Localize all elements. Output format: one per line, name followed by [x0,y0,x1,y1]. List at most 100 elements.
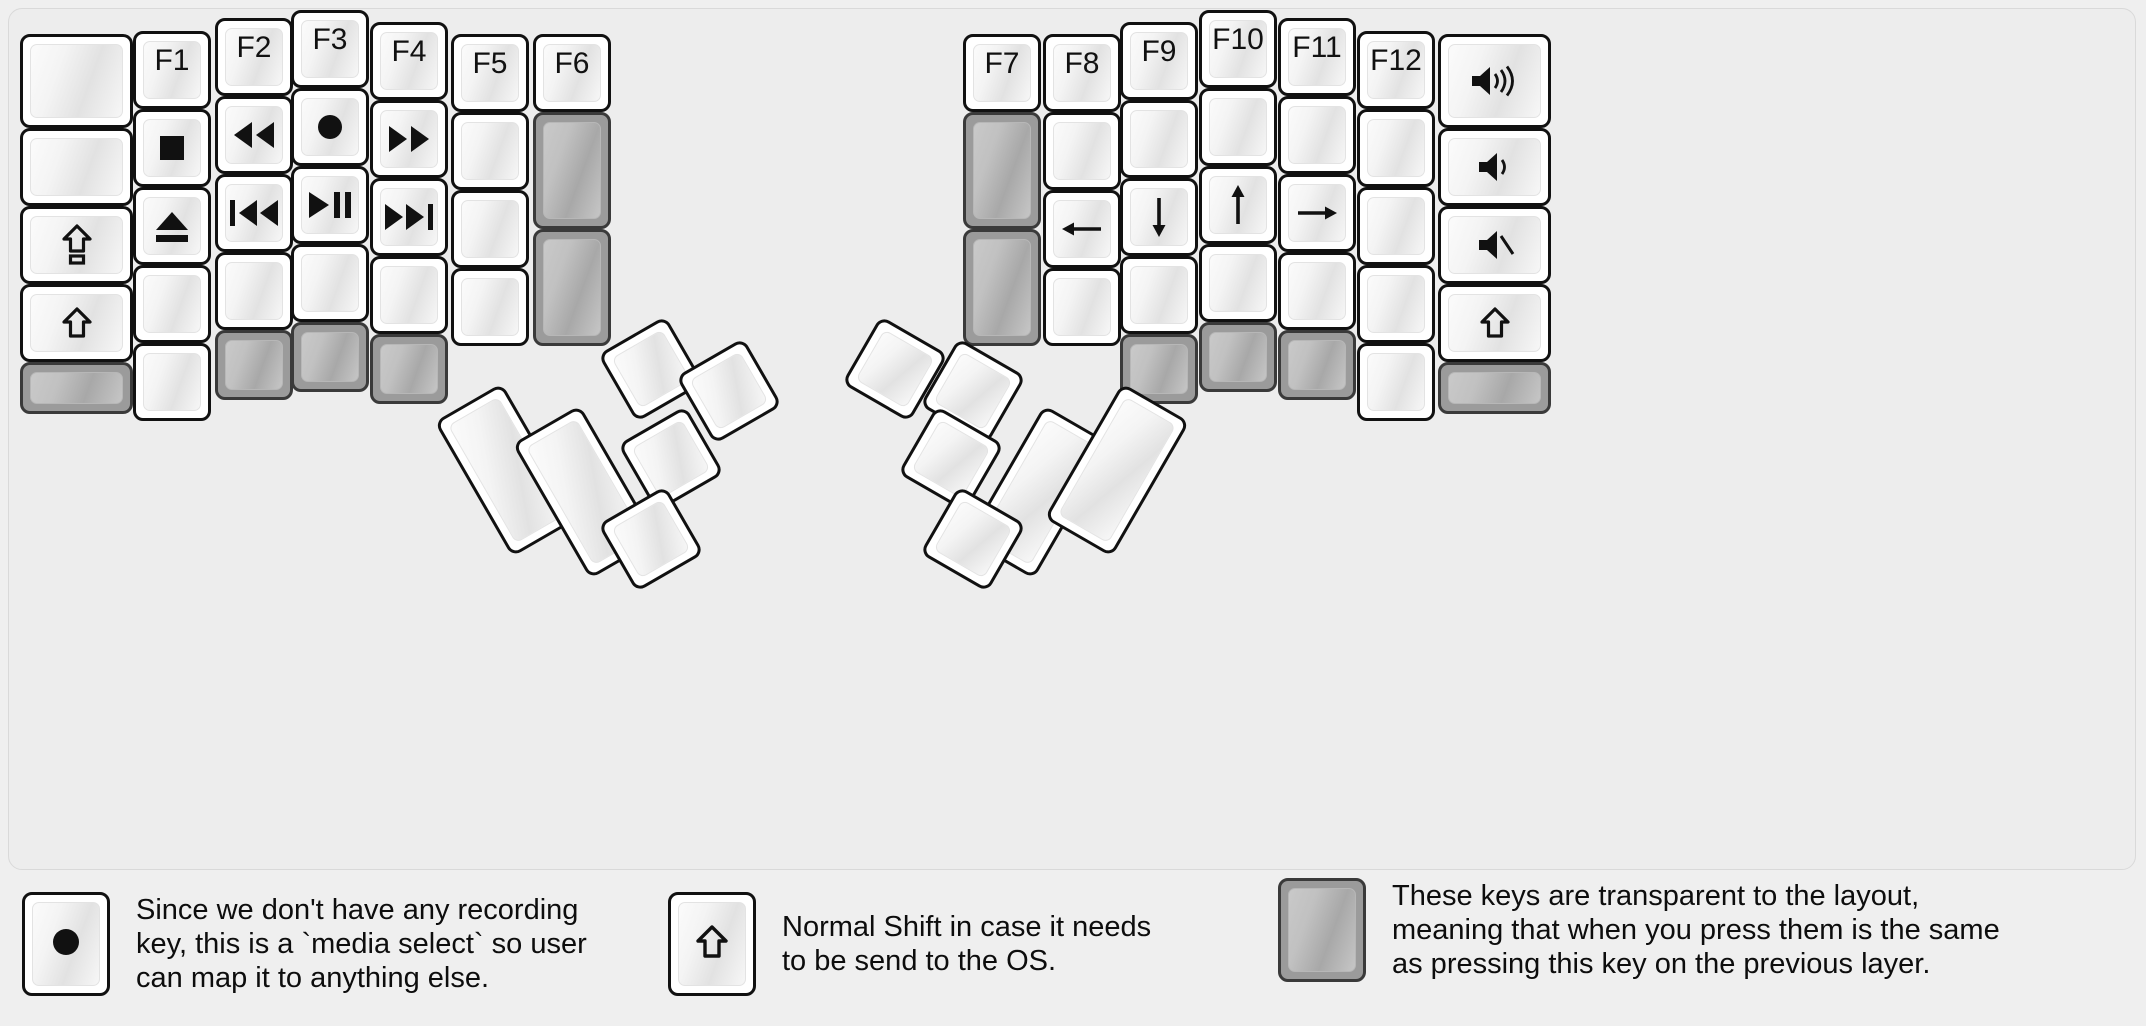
key-right-col-index-r3[interactable] [1120,178,1198,256]
key-left-col-index-r5[interactable] [370,334,448,404]
key-left-col-index-r2[interactable] [370,100,448,178]
keycap-face: F6 [543,44,601,102]
key-right-col-ring-r1[interactable]: F11 [1278,18,1356,96]
keycap-face: F5 [461,44,519,102]
key-left-col-inner-r3[interactable] [533,229,611,346]
key-left-col-pinky-outer-r5[interactable] [20,362,133,414]
arrow-right-icon [1294,199,1340,227]
key-left-col-index-inner-r4[interactable] [451,268,529,346]
play-pause-icon [305,189,355,221]
key-left-col-ring-r2[interactable] [215,96,293,174]
key-left-col-middle-r3[interactable] [291,166,369,244]
keycap-face [225,106,283,164]
keycap-face [611,329,691,409]
key-left-col-index-r4[interactable] [370,256,448,334]
key-right-col-pinky-outer-r5[interactable] [1438,362,1551,414]
eject-icon [150,206,194,246]
legend-item-transparent: These keys are transparent to the layout… [1278,878,2000,982]
keycap-face [933,499,1013,579]
key-left-col-pinky-outer-r3[interactable] [20,206,133,284]
keycap-face [30,44,123,118]
key-right-col-middle-r3[interactable] [1199,166,1277,244]
key-right-col-middle-r4[interactable] [1199,244,1277,322]
key-left-col-index-inner-r2[interactable] [451,112,529,190]
key-left-col-ring-r1[interactable]: F2 [215,18,293,96]
keycap-face [301,176,359,234]
key-right-col-ring-r5[interactable] [1278,330,1356,400]
keycap-face [1288,340,1346,390]
key-right-col-pinky-r5[interactable] [1357,343,1435,421]
key-left-col-pinky-r3[interactable] [133,187,211,265]
keycap-face [1209,254,1267,312]
key-right-col-pinky-r2[interactable] [1357,109,1435,187]
key-left-col-index-r1[interactable]: F4 [370,22,448,100]
key-label: F3 [312,23,348,56]
key-right-col-pinky-r3[interactable] [1357,187,1435,265]
key-right-col-ring-r3[interactable] [1278,174,1356,252]
next-track-icon [382,201,436,233]
keycap-face [1448,138,1541,196]
key-right-col-pinky-outer-r4[interactable] [1438,284,1551,362]
keycap-face [973,122,1031,219]
key-left-col-pinky-outer-r4[interactable] [20,284,133,362]
keycap-face [225,262,283,320]
key-left-col-pinky-r1[interactable]: F1 [133,31,211,109]
key-left-col-pinky-outer-r2[interactable] [20,128,133,206]
key-left-col-pinky-outer-r1[interactable] [20,34,133,128]
key-right-col-inner-r3[interactable] [963,229,1041,346]
key-right-col-index-r4[interactable] [1120,256,1198,334]
prev-track-icon [227,197,281,229]
caps-lock-arrow-icon [61,223,93,267]
keycap-face [1288,262,1346,320]
key-left-col-middle-r5[interactable] [291,322,369,392]
keycap-face: F3 [301,20,359,78]
legend-text-shift: Normal Shift in case it needs to be send… [782,910,1152,977]
key-left-col-middle-r4[interactable] [291,244,369,322]
key-left-col-index-inner-r3[interactable] [451,190,529,268]
keycap-face [1448,372,1541,404]
legend-item-shift: Normal Shift in case it needs to be send… [668,892,1151,996]
key-left-col-index-r3[interactable] [370,178,448,256]
key-right-col-inner-r2[interactable] [963,112,1041,229]
key-left-col-inner-r2[interactable] [533,112,611,229]
key-right-col-index-inner-r4[interactable] [1043,268,1121,346]
keycap-face [380,344,438,394]
key-right-col-inner-r1[interactable]: F7 [963,34,1041,112]
key-left-col-pinky-r4[interactable] [133,265,211,343]
key-right-col-middle-r1[interactable]: F10 [1199,10,1277,88]
key-left-col-ring-r4[interactable] [215,252,293,330]
key-right-col-index-inner-r2[interactable] [1043,112,1121,190]
key-left-col-ring-r5[interactable] [215,330,293,400]
key-right-col-pinky-outer-r1[interactable] [1438,34,1551,128]
keycap-face [1367,275,1425,333]
key-right-col-index-inner-r3[interactable] [1043,190,1121,268]
key-right-col-ring-r4[interactable] [1278,252,1356,330]
record-dot-icon [310,107,350,147]
key-right-col-ring-r2[interactable] [1278,96,1356,174]
key-left-col-middle-r2[interactable] [291,88,369,166]
key-right-col-index-r1[interactable]: F9 [1120,22,1198,100]
key-right-col-pinky-r1[interactable]: F12 [1357,31,1435,109]
key-left-col-index-inner-r1[interactable]: F5 [451,34,529,112]
key-right-col-index-inner-r1[interactable]: F8 [1043,34,1121,112]
key-left-col-pinky-r5[interactable] [133,343,211,421]
key-left-col-middle-r1[interactable]: F3 [291,10,369,88]
key-left-col-pinky-r2[interactable] [133,109,211,187]
keycap-face [631,419,711,499]
key-left-col-ring-r3[interactable] [215,174,293,252]
legend-key-record [22,892,110,996]
key-right-col-pinky-outer-r2[interactable] [1438,128,1551,206]
key-right-col-pinky-outer-r3[interactable] [1438,206,1551,284]
key-left-col-inner-r1[interactable]: F6 [533,34,611,112]
keycap-face: F10 [1209,20,1267,78]
shift-arrow-icon [695,923,729,966]
key-right-col-middle-r5[interactable] [1199,322,1277,392]
keycap-face [973,239,1031,336]
key-right-col-index-r2[interactable] [1120,100,1198,178]
legend-key-shift [668,892,756,996]
key-right-col-pinky-r4[interactable] [1357,265,1435,343]
key-label: F5 [472,47,508,80]
keycap-face [1053,200,1111,258]
key-right-col-middle-r2[interactable] [1199,88,1277,166]
